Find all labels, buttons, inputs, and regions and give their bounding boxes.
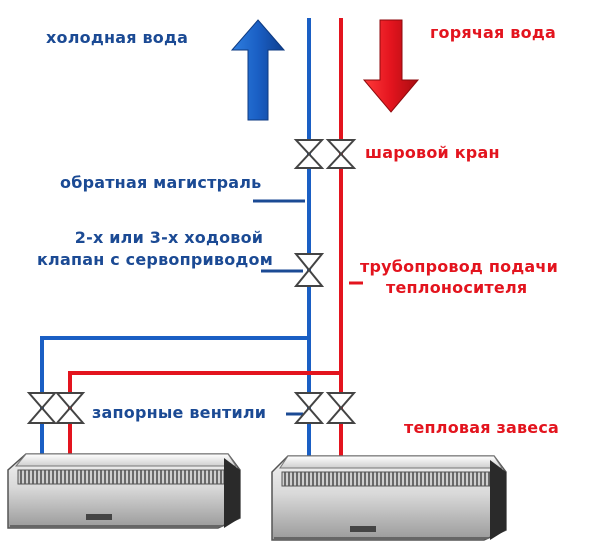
valve-icon — [325, 392, 357, 424]
servo-valve-label-line1: 2-х или 3-х ходовой — [74, 228, 264, 247]
return-line-label: обратная магистраль — [60, 173, 262, 192]
supply-line-label-line2: теплоносителя — [386, 278, 528, 297]
valve-icon — [293, 253, 325, 287]
servo-valve-label-line2: клапан с сервоприводом — [36, 250, 274, 269]
ball-valve-label: шаровой кран — [365, 143, 500, 162]
valve-icon — [293, 139, 325, 169]
air-curtain-label: тепловая завеса — [404, 418, 560, 437]
cold-water-label: холодная вода — [46, 28, 189, 47]
supply-line-label-line1: трубопровод подачи — [360, 257, 558, 276]
arrow-down-icon — [362, 19, 420, 113]
left-unit-return-pipe — [40, 336, 309, 460]
shutoff-valves-label: запорные вентили — [92, 403, 267, 422]
valve-icon — [325, 139, 357, 169]
leader-lines — [253, 199, 363, 416]
air-curtain-unit — [7, 453, 241, 529]
arrow-up-icon — [230, 19, 286, 121]
air-curtain-unit — [271, 455, 507, 541]
valve-icon — [26, 392, 58, 424]
valve-icon — [293, 392, 325, 424]
valve-icon — [54, 392, 86, 424]
hot-water-label: горячая вода — [430, 23, 556, 42]
left-unit-supply-pipe — [68, 371, 341, 460]
